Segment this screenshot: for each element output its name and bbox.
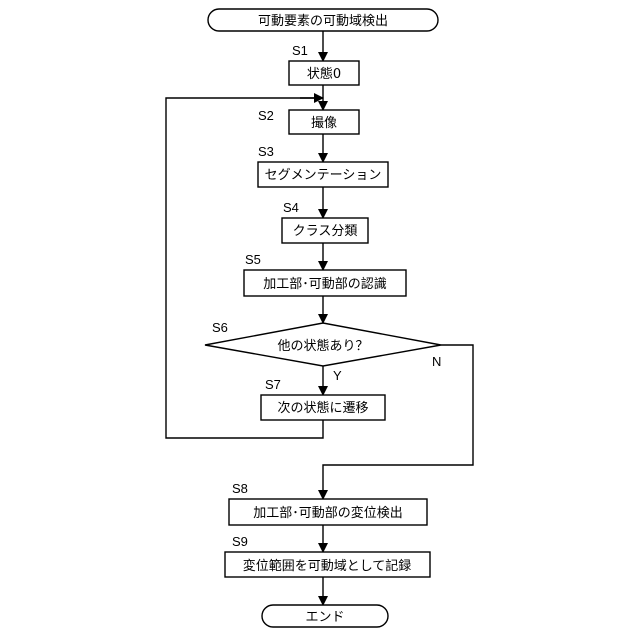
loop-back-line <box>166 98 323 438</box>
step-text-s4: クラス分類 <box>293 224 358 239</box>
step-id-s3: S3 <box>258 144 274 159</box>
step-s2: S2 撮像 <box>258 108 359 134</box>
arrow-s6-no-s8 <box>323 345 473 499</box>
step-id-s4: S4 <box>283 200 299 215</box>
step-id-s5: S5 <box>245 252 261 267</box>
step-id-s9: S9 <box>232 534 248 549</box>
start-terminal: 可動要素の可動域検出 <box>208 9 438 31</box>
step-id-s6: S6 <box>212 320 228 335</box>
step-id-s7: S7 <box>265 377 281 392</box>
step-s1: S1 状態0 <box>289 43 359 85</box>
step-text-s2: 撮像 <box>311 115 337 131</box>
step-id-s1: S1 <box>292 43 308 58</box>
end-terminal-label: エンド <box>305 610 344 625</box>
step-s5: S5 加工部･可動部の認識 <box>244 252 406 296</box>
step-s4: S4 クラス分類 <box>282 200 368 243</box>
step-text-s6: 他の状態あり？ <box>277 338 368 354</box>
step-text-s1: 状態0 <box>307 66 341 82</box>
step-id-s2: S2 <box>258 108 274 123</box>
step-text-s8: 加工部･可動部の変位検出 <box>253 505 403 521</box>
end-terminal: エンド <box>262 605 388 627</box>
step-s9: S9 変位範囲を可動域として記録 <box>225 534 430 577</box>
step-s8: S8 加工部･可動部の変位検出 <box>229 481 427 525</box>
step-text-s9: 変位範囲を可動域として記録 <box>243 558 412 574</box>
step-text-s7: 次の状態に遷移 <box>277 400 368 416</box>
start-terminal-label: 可動要素の可動域検出 <box>258 14 388 29</box>
step-id-s8: S8 <box>232 481 248 496</box>
branch-yes-label: Y <box>333 368 342 383</box>
step-text-s5: 加工部･可動部の認識 <box>263 276 387 292</box>
branch-no-label: N <box>432 354 441 369</box>
step-text-s3: セグメンテーション <box>265 168 382 183</box>
